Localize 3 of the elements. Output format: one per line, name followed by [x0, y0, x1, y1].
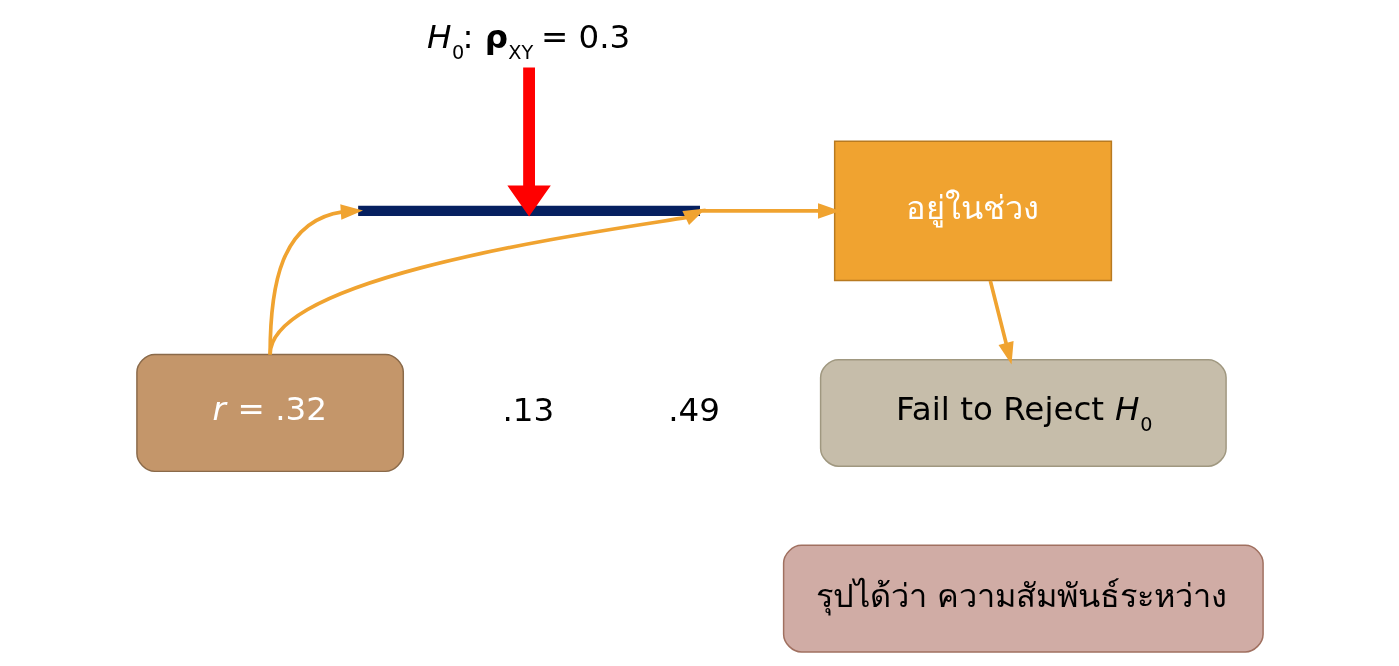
label: .13: [501, 391, 554, 430]
label: .49: [667, 391, 720, 430]
node-text: H$_{0}$: ρ$_{XY}$ = 0.3: [426, 17, 630, 65]
